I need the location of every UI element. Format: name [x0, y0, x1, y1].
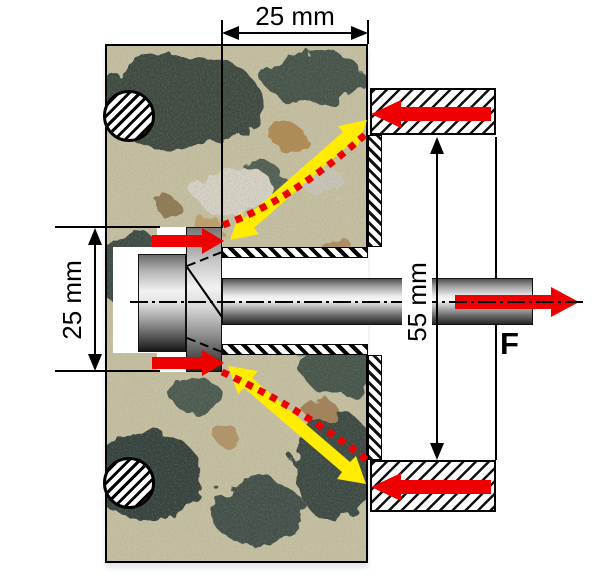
support-ring-top-flange: [370, 88, 496, 135]
bearing-strip-bottom: [368, 355, 382, 460]
dimension-label-top: 25 mm: [255, 1, 335, 31]
dim-arrowhead-right: [351, 26, 368, 40]
rebar-section-icon-top: [103, 90, 155, 142]
bolt-shaft: [222, 278, 533, 325]
support-ring-bottom-flange: [370, 460, 496, 512]
dim-arrowhead-left: [222, 26, 239, 40]
dim-arrowhead-down-ring: [430, 443, 444, 460]
dimension-label-left: 25 mm: [57, 260, 87, 340]
sleeve-strip-bottom: [222, 344, 368, 355]
force-label: F: [500, 326, 519, 361]
dim-arrowhead-up-ring: [430, 137, 444, 154]
anchor-cone: [186, 227, 222, 372]
bearing-strip-top: [368, 135, 382, 247]
dimension-label-ring: 55 mm: [402, 254, 432, 350]
anchor-head: [138, 254, 186, 352]
rebar-section-icon-bottom: [103, 457, 155, 509]
dim-arrowhead-up-left: [88, 228, 102, 245]
sleeve-strip-top: [222, 247, 368, 258]
dim-arrowhead-down-left: [88, 354, 102, 371]
